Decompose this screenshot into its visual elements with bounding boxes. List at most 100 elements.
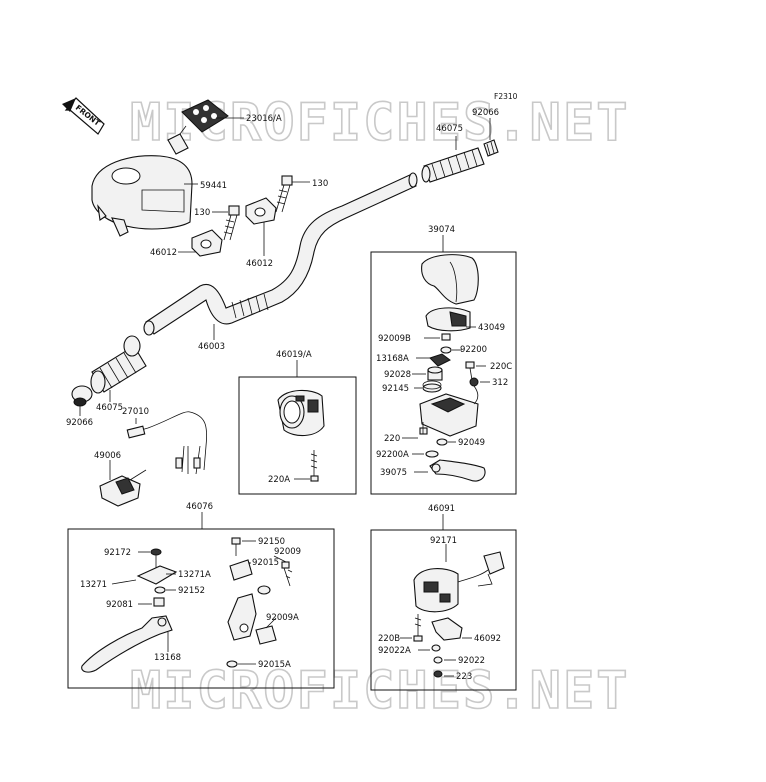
spring-92145-part [422, 380, 442, 393]
bolt-92172-part [150, 548, 162, 568]
box-46091 [370, 529, 517, 691]
clamp-92009a-part [255, 625, 277, 645]
bolt-130-right-part [275, 175, 293, 213]
switch-92015-part [229, 559, 253, 581]
label-92171: 92171 [430, 536, 457, 546]
label-92028: 92028 [384, 370, 411, 380]
label-39074: 39074 [428, 225, 455, 235]
watermark-bottom: MICROFICHES.NET [130, 661, 630, 721]
washer-92022a-part [431, 644, 441, 652]
figure-code: F2310 [494, 92, 518, 101]
throttle-case-part [99, 469, 147, 507]
label-46012-left: 46012 [150, 248, 177, 258]
screw-220c-part [465, 361, 475, 381]
label-220b: 220B [378, 634, 400, 644]
screw-223-part [433, 670, 443, 678]
washer-92200a-part [425, 450, 439, 458]
screw-220-part [419, 422, 428, 435]
box-46076 [67, 528, 335, 689]
label-49006: 49006 [94, 451, 121, 461]
front-arrow-icon: FRONT [62, 97, 105, 135]
label-92152: 92152 [178, 586, 205, 596]
bolt-92150-part [231, 537, 241, 556]
switch-housing-46019-part [277, 389, 325, 437]
handlebar-part [143, 172, 418, 336]
holder-right-part [245, 197, 277, 225]
nut-312-part [469, 377, 479, 387]
label-46091: 46091 [428, 504, 455, 514]
label-13271a: 13271A [178, 570, 211, 580]
label-92022a: 92022A [378, 646, 411, 656]
label-92022: 92022 [458, 656, 485, 666]
screw-92009-part [281, 561, 293, 587]
clamp-46092-part [431, 617, 463, 641]
label-46075-left: 46075 [96, 403, 123, 413]
label-92015a: 92015A [258, 660, 291, 670]
label-92066-left: 92066 [66, 418, 93, 428]
label-13271: 13271 [80, 580, 107, 590]
bolt-130-left-part [223, 205, 240, 241]
label-46076: 46076 [186, 502, 213, 512]
label-92200: 92200 [460, 345, 487, 355]
screw-220a-part [310, 450, 319, 482]
meter-cover-part [91, 155, 193, 237]
label-92200a: 92200A [376, 450, 409, 460]
label-92150: 92150 [258, 537, 285, 547]
label-92066-right: 92066 [472, 108, 499, 118]
label-46012-right: 46012 [246, 259, 273, 269]
label-130-right: 130 [312, 179, 328, 189]
screw-92009b-part [441, 333, 451, 341]
end-cap-left-part [71, 385, 93, 407]
label-13168a: 13168A [376, 354, 409, 364]
label-92172: 92172 [104, 548, 131, 558]
box-39074 [370, 251, 517, 495]
washer-92200-part [440, 346, 452, 354]
collar-92081-part [153, 597, 165, 607]
throttle-lever-39075-part [429, 459, 486, 482]
label-223: 223 [456, 672, 472, 682]
end-cap-right-part [483, 139, 499, 157]
throttle-cable-part [126, 411, 207, 475]
grip-left-part [90, 335, 147, 394]
label-27010: 27010 [122, 407, 149, 417]
label-92009a: 92009A [266, 613, 299, 623]
nut-92015a-part [226, 660, 238, 668]
label-92049: 92049 [458, 438, 485, 448]
label-43049: 43049 [478, 323, 505, 333]
label-92009b: 92009B [378, 334, 411, 344]
label-220: 220 [384, 434, 400, 444]
perch-bracket-part [227, 585, 271, 641]
label-46003: 46003 [198, 342, 225, 352]
label-220a: 220A [268, 475, 290, 485]
washer-92152-part [154, 586, 166, 594]
bushing-92028-part [427, 366, 443, 381]
label-312: 312 [492, 378, 508, 388]
label-46075-right: 46075 [436, 124, 463, 134]
washer-92049-part [436, 438, 448, 446]
label-92081: 92081 [106, 600, 133, 610]
label-130-left: 130 [194, 208, 210, 218]
holder-left-part [191, 229, 223, 257]
box-46019 [238, 376, 357, 495]
switch-housing-46091-part [413, 551, 505, 613]
label-92145: 92145 [382, 384, 409, 394]
label-23016: 23016/A [246, 114, 282, 124]
washer-92022-part [433, 656, 443, 664]
label-220c: 220C [490, 362, 512, 372]
grip-right-part [421, 147, 485, 183]
label-59441: 59441 [200, 181, 227, 191]
throttle-housing-part [419, 385, 479, 437]
label-13168: 13168 [154, 653, 181, 663]
screw-220b-part [413, 614, 423, 642]
lever-13168a-part [429, 353, 451, 367]
throttle-plate-43049-part [425, 307, 471, 332]
label-92009: 92009 [274, 547, 301, 557]
label-39075: 39075 [380, 468, 407, 478]
label-46092: 46092 [474, 634, 501, 644]
bracket-13271-part [136, 565, 178, 585]
clutch-lever-13168-part [81, 615, 173, 673]
label-92015: 92015 [252, 558, 279, 568]
indicator-part [167, 99, 229, 155]
